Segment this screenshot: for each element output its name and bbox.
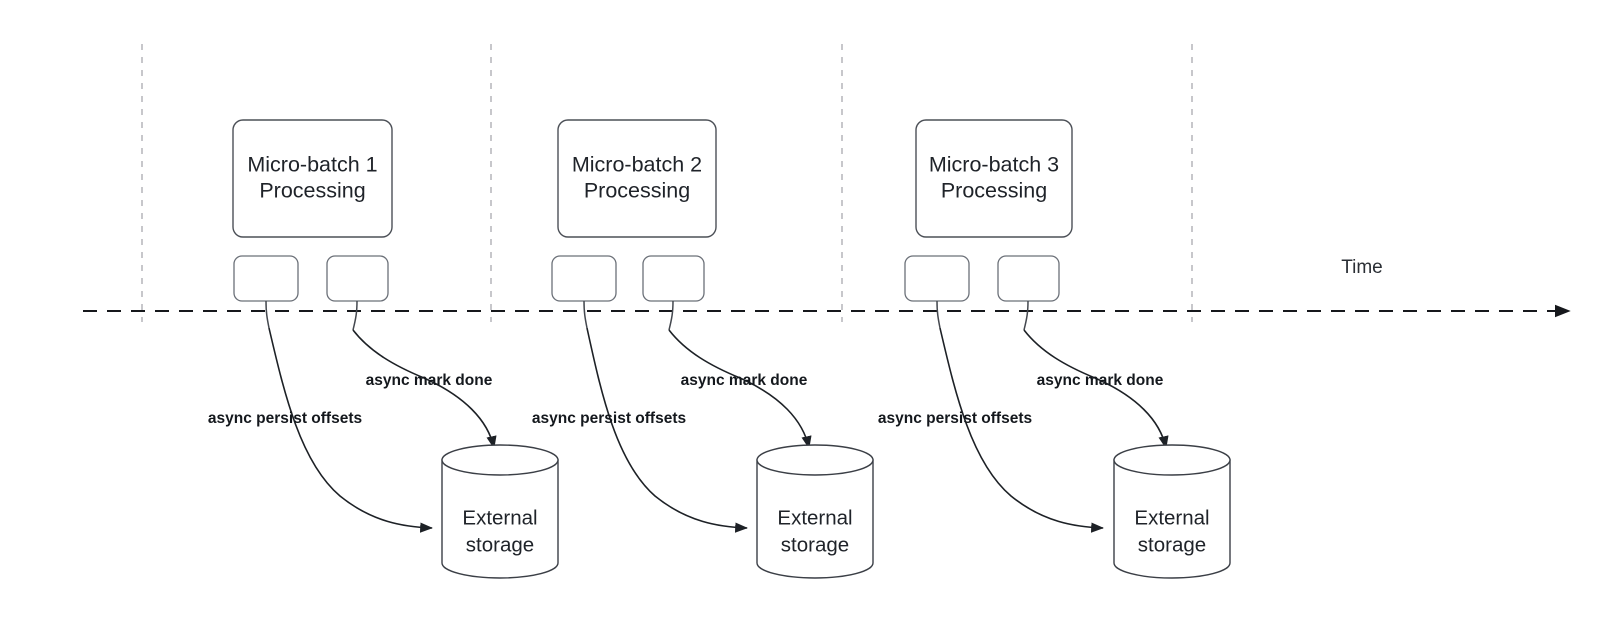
external-storage-3-body — [1113, 459, 1231, 579]
micro-batch-1-mark-done-arrow — [352, 329, 497, 449]
time-axis-label: Time — [1341, 257, 1383, 278]
micro-batch-1-title-line-2: Processing — [259, 179, 365, 203]
micro-batch-2-box[interactable] — [557, 119, 717, 238]
micro-batch-3-persist-offsets-label: async persist offsets — [878, 410, 1032, 427]
external-storage-3-label-line-2: storage — [1138, 533, 1206, 556]
micro-batch-1-title-line-1: Micro-batch 1 — [247, 153, 377, 177]
micro-batch-3-mark-done-label: async mark done — [1037, 372, 1164, 389]
micro-batch-3-group: Micro-batch 3 Processing async persist o… — [878, 119, 1231, 579]
micro-batch-3-task-box-b[interactable] — [997, 255, 1060, 302]
micro-batch-3-box[interactable] — [915, 119, 1073, 238]
micro-batch-1-mark-done-label: async mark done — [366, 372, 493, 389]
micro-batch-1-group: Micro-batch 1 Processing async persist o… — [208, 119, 559, 579]
micro-batch-2-title-line-1: Micro-batch 2 — [572, 153, 702, 177]
micro-batch-2-persist-offsets-arrow — [586, 327, 748, 533]
micro-batch-2-task-box-b[interactable] — [642, 255, 705, 302]
micro-batch-3-title-line-1: Micro-batch 3 — [929, 153, 1059, 177]
micro-batch-2-mark-done-label: async mark done — [681, 372, 808, 389]
external-storage-2-label-line-2: storage — [781, 533, 849, 556]
external-storage-2-body — [756, 459, 874, 579]
micro-batch-1-persist-offsets-arrow — [268, 327, 433, 533]
external-storage-1-label-line-1: External — [462, 506, 537, 529]
micro-batch-3-task-box-a[interactable] — [904, 255, 970, 302]
external-storage-1[interactable]: External storage — [441, 444, 559, 579]
micro-batch-2-connector-a — [583, 300, 588, 329]
micro-batch-3-title-line-2: Processing — [941, 179, 1047, 203]
external-storage-3[interactable]: External storage — [1113, 444, 1231, 579]
micro-batch-2-title-line-2: Processing — [584, 179, 690, 203]
micro-batch-2-connector-b — [668, 300, 674, 331]
external-storage-2-top — [756, 444, 874, 476]
micro-batch-1-task-box-a[interactable] — [233, 255, 299, 302]
micro-batch-2-task-box-a[interactable] — [551, 255, 617, 302]
micro-batch-3-connector-b — [1023, 300, 1029, 331]
micro-batch-2-mark-done-arrow — [668, 329, 812, 449]
micro-batch-3-persist-offsets-arrow — [939, 327, 1104, 533]
micro-batch-1-task-box-b[interactable] — [326, 255, 389, 302]
micro-batch-1-box[interactable] — [232, 119, 393, 238]
external-storage-3-top — [1113, 444, 1231, 476]
external-storage-1-top — [441, 444, 559, 476]
external-storage-2[interactable]: External storage — [756, 444, 874, 579]
micro-batch-1-persist-offsets-label: async persist offsets — [208, 410, 362, 427]
micro-batch-2-persist-offsets-label: async persist offsets — [532, 410, 686, 427]
micro-batch-2-group: Micro-batch 2 Processing async persist o… — [532, 119, 874, 579]
micro-batch-1-connector-a — [265, 300, 270, 329]
micro-batch-1-connector-b — [352, 300, 358, 331]
external-storage-1-label-line-2: storage — [466, 533, 534, 556]
external-storage-3-label-line-1: External — [1134, 506, 1209, 529]
micro-batch-3-mark-done-arrow — [1023, 329, 1169, 449]
micro-batch-3-connector-a — [936, 300, 941, 329]
external-storage-2-label-line-1: External — [777, 506, 852, 529]
external-storage-1-body — [441, 459, 559, 579]
